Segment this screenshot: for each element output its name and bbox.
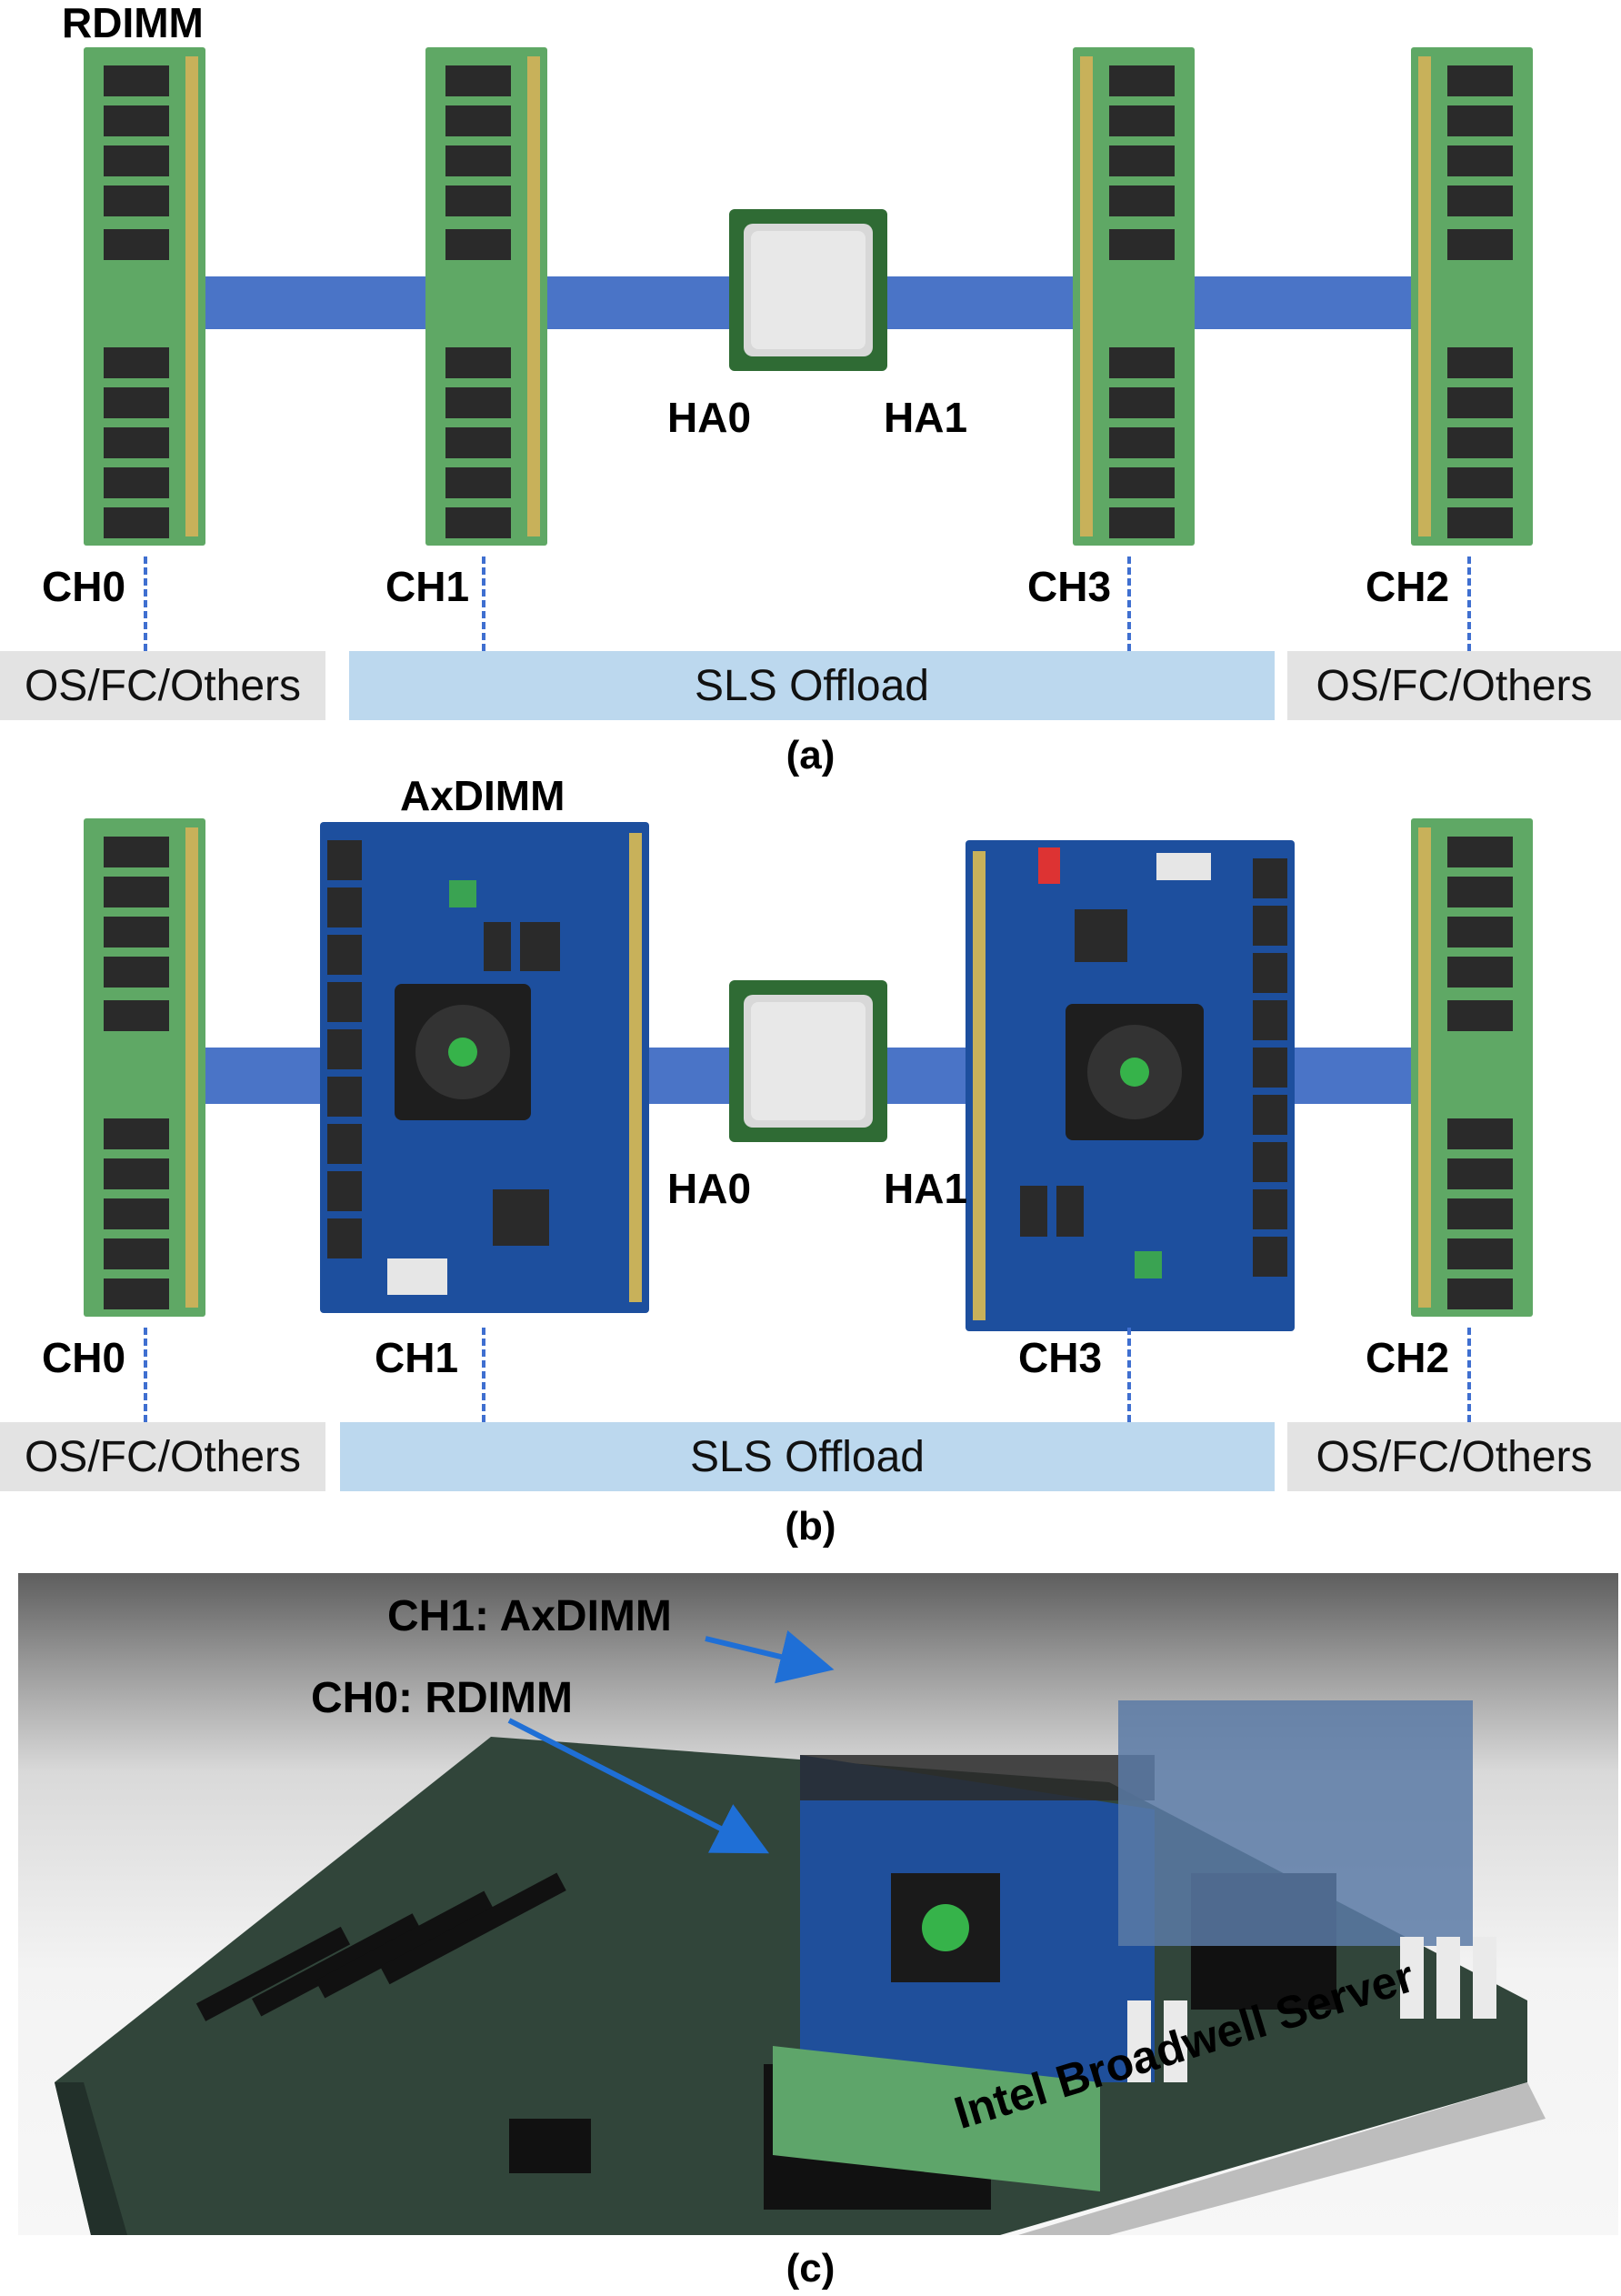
axdimm-callout: CH1: AxDIMM [387, 1592, 672, 1640]
caption-a: (a) [785, 733, 836, 777]
memory-bus-left [182, 276, 455, 329]
channel-link [1467, 1328, 1471, 1422]
caption-b: (b) [785, 1504, 836, 1549]
channel-link [144, 556, 147, 651]
region-os-fc-others: OS/FC/Others [0, 651, 325, 720]
rdimm-module [1411, 47, 1533, 546]
channel-label: CH3 [1027, 563, 1112, 610]
server-photo: CH1: AxDIMM CH0: RDIMM Intel Broadwell S… [18, 1573, 1618, 2235]
channel-label: CH2 [1366, 563, 1450, 610]
memory-bus-right [1273, 1048, 1418, 1104]
region-os-fc-others: OS/FC/Others [1287, 651, 1621, 720]
rdimm-module [1411, 818, 1533, 1317]
arrow-icon [507, 1629, 835, 1854]
channel-link [1127, 556, 1131, 651]
channel-link [1127, 1328, 1131, 1422]
channel-label: CH0 [42, 1334, 126, 1381]
region-sls-offload: SLS Offload [340, 1422, 1275, 1491]
channel-label: CH1 [375, 1334, 459, 1381]
host-agent-label: HA0 [667, 1165, 752, 1212]
rdimm-module [425, 47, 547, 546]
motherboard-illustration [55, 1700, 1546, 2235]
memory-bus-left [182, 1048, 336, 1104]
channel-label: CH3 [1018, 1334, 1103, 1381]
host-agent-label: HA1 [884, 1165, 968, 1212]
rdimm-module [1073, 47, 1195, 546]
channel-label: CH2 [1366, 1334, 1450, 1381]
caption-c: (c) [785, 2246, 836, 2291]
host-agent-label: HA1 [884, 394, 968, 441]
cpu-chip [729, 209, 887, 371]
channel-label: CH0 [42, 563, 126, 610]
channel-label: CH1 [385, 563, 470, 610]
rdimm-module [84, 47, 205, 546]
host-agent-label: HA0 [667, 394, 752, 441]
region-os-fc-others: OS/FC/Others [0, 1422, 325, 1491]
axdimm-label: AxDIMM [400, 772, 565, 819]
channel-link [482, 556, 485, 651]
channel-link [1467, 556, 1471, 651]
axdimm-board [320, 822, 649, 1313]
rdimm-callout: CH0: RDIMM [311, 1674, 573, 1722]
region-os-fc-others: OS/FC/Others [1287, 1422, 1621, 1491]
channel-link [144, 1328, 147, 1422]
axdimm-board [966, 840, 1295, 1331]
region-sls-offload: SLS Offload [349, 651, 1275, 720]
rdimm-label: RDIMM [62, 0, 204, 46]
memory-bus-right [1155, 276, 1418, 329]
channel-link [482, 1328, 485, 1422]
rdimm-module [84, 818, 205, 1317]
cpu-chip [729, 980, 887, 1142]
